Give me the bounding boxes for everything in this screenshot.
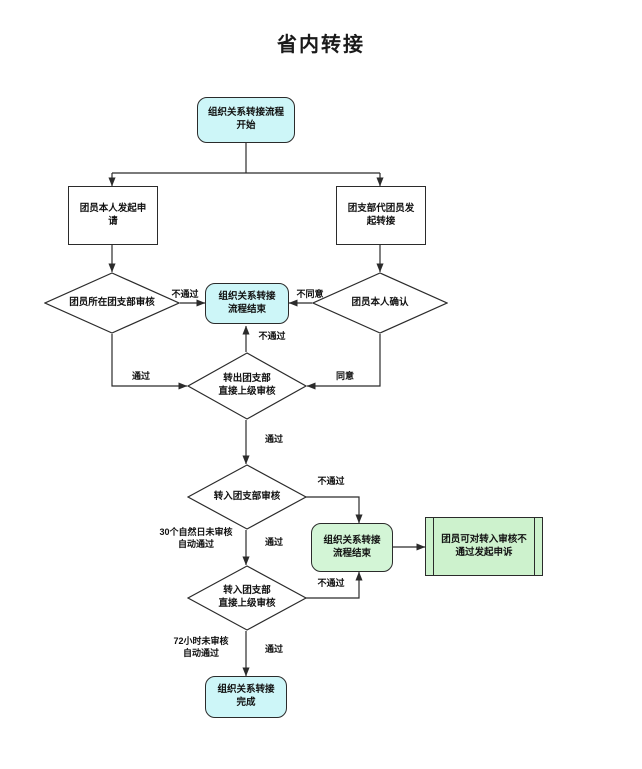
edge-branchreview-outsuperior [111, 334, 188, 390]
node-member-confirm-label: 团员本人确认 [351, 296, 409, 308]
edge-label-in-branch-auto: 30个自然日未审核 自动通过 [159, 527, 233, 549]
node-in-superior-review[interactable]: 转入团支部 直接上级审核 [187, 565, 307, 631]
edge-label-out-superior-pass: 通过 [264, 434, 283, 444]
node-in-superior-review-label: 转入团支部 直接上级审核 [218, 585, 276, 609]
edge-label-out-superior-fail: 不通过 [258, 331, 286, 341]
node-out-superior-review[interactable]: 转出团支部 直接上级审核 [187, 352, 307, 420]
edge-label-branch-review-fail: 不通过 [171, 289, 199, 299]
edge-inbranch-endlower [305, 496, 363, 524]
node-start[interactable]: 组织关系转接流程 开始 [197, 97, 295, 143]
node-end-upper[interactable]: 组织关系转接 流程结束 [205, 283, 289, 324]
node-appeal[interactable]: 团员可对转入审核不 通过发起申诉 [425, 517, 543, 576]
node-branch-review-label: 团员所在团支部审核 [69, 296, 155, 308]
node-end-lower[interactable]: 组织关系转接 流程结束 [311, 523, 393, 572]
edge-label-branch-review-pass: 通过 [131, 371, 150, 381]
edge-label-in-branch-pass: 通过 [264, 537, 283, 547]
node-in-branch-review[interactable]: 转入团支部审核 [187, 464, 307, 530]
edge-label-in-superior-auto: 72小时未审核 自动通过 [173, 636, 229, 658]
edge-label-in-branch-fail: 不通过 [317, 476, 345, 486]
node-member-confirm[interactable]: 团员本人确认 [312, 272, 448, 334]
node-finish[interactable]: 组织关系转接 完成 [205, 676, 287, 718]
node-out-superior-review-label: 转出团支部 直接上级审核 [218, 373, 276, 397]
node-branch-apply[interactable]: 团支部代团员发 起转接 [336, 186, 426, 245]
edge-label-in-superior-fail: 不通过 [317, 578, 345, 588]
node-in-branch-review-label: 转入团支部审核 [213, 490, 281, 502]
page-title: 省内转接 [277, 34, 365, 56]
edge-label-in-superior-pass: 通过 [264, 644, 283, 654]
edge-insuperior-endlower [305, 571, 363, 599]
edge-label-member-confirm-agree: 同意 [335, 371, 354, 381]
edge-label-member-confirm-disagree: 不同意 [296, 289, 324, 299]
node-branch-review[interactable]: 团员所在团支部审核 [44, 272, 180, 334]
edge-memberconfirm-outsuperior [306, 334, 381, 390]
node-member-apply[interactable]: 团员本人发起申 请 [68, 186, 158, 245]
